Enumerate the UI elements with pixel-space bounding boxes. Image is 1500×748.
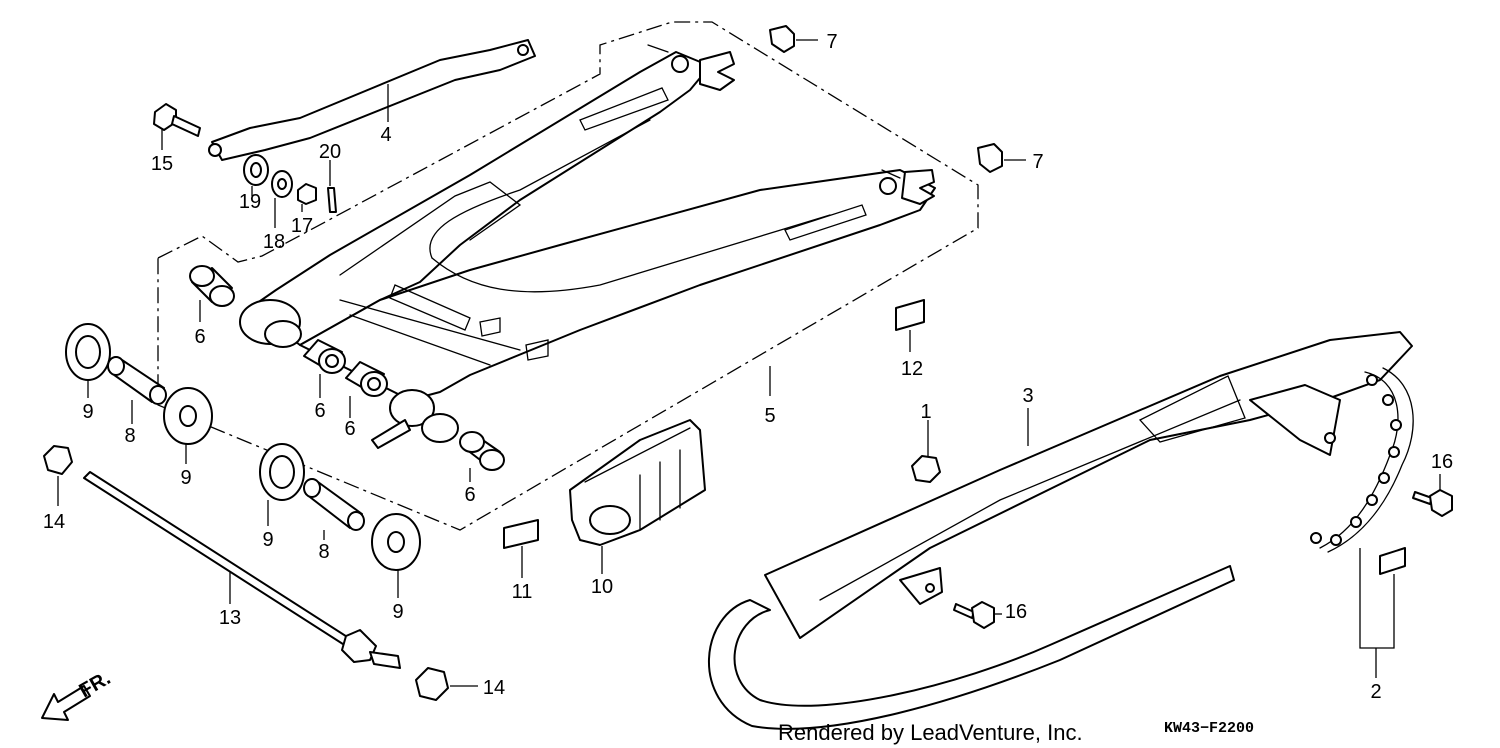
callout-8b: 8 (318, 541, 329, 563)
callout-7b: 7 (1032, 151, 1043, 173)
drive-chain-label-12 (895, 299, 925, 331)
nut-14a (43, 445, 73, 475)
callout-labels: 1 2 3 4 5 6 6 6 6 7 7 8 8 9 9 9 9 10 11 … (43, 31, 1453, 703)
callout-10: 10 (591, 576, 613, 598)
callout-8a: 8 (124, 425, 135, 447)
callout-11: 11 (512, 581, 533, 603)
drive-chain-case (764, 331, 1413, 639)
callout-7a: 7 (826, 31, 837, 53)
collar-7a (769, 25, 795, 53)
callout-15: 15 (151, 153, 173, 175)
callout-4: 4 (380, 124, 391, 146)
bolt-16b (953, 601, 995, 629)
callout-6c: 6 (344, 418, 355, 440)
leader-lines (57, 39, 1441, 687)
cotter-pin-20 (327, 187, 337, 213)
collar-7b (977, 143, 1003, 173)
bushing-6c (345, 361, 388, 397)
diagram-code: KW43−F2200 (1164, 720, 1254, 737)
nut-14b (415, 667, 449, 701)
nut-17 (297, 183, 317, 205)
swingarm (239, 44, 936, 449)
plate-hole (208, 143, 222, 157)
nut-1 (911, 455, 941, 483)
bolt-15 (153, 103, 201, 137)
dust-seal-9b (163, 387, 213, 445)
callout-2: 2 (1370, 681, 1381, 703)
bushing-6a (189, 265, 235, 307)
callout-17: 17 (291, 215, 313, 237)
callout-12: 12 (901, 358, 923, 380)
chain-slider (569, 419, 706, 546)
callout-13: 13 (219, 607, 241, 629)
callout-9c: 9 (262, 529, 273, 551)
front-arrow-icon (41, 685, 91, 721)
spacer-8a (107, 356, 167, 405)
plate-hole (517, 44, 529, 56)
bushing-6b (303, 339, 346, 374)
callout-14b: 14 (483, 677, 505, 699)
callout-9d: 9 (392, 601, 403, 623)
callout-14a: 14 (43, 511, 65, 533)
callout-19: 19 (239, 191, 261, 213)
spacer-8b (303, 478, 365, 531)
bolt-16a (1412, 489, 1453, 517)
chain-case-label (1379, 547, 1406, 575)
dust-seal-9a (65, 323, 111, 381)
callout-5: 5 (764, 405, 775, 427)
callout-9a: 9 (82, 401, 93, 423)
assembly-boundary (157, 21, 979, 531)
front-direction-indicator: FR. (41, 667, 114, 721)
callout-6d: 6 (464, 484, 475, 506)
callout-18: 18 (263, 231, 285, 253)
pivot-bolt (83, 471, 401, 669)
callout-6b: 6 (314, 400, 325, 422)
render-credit: Rendered by LeadVenture, Inc. (778, 720, 1083, 745)
callout-16a: 16 (1431, 451, 1453, 473)
callout-20: 20 (319, 141, 341, 163)
callout-16b: 16 (1005, 601, 1027, 623)
caution-label-11 (503, 519, 539, 549)
drive-chain (707, 367, 1414, 730)
callout-6a: 6 (194, 326, 205, 348)
bushing-6d (459, 431, 505, 471)
chain-guide-plate (211, 39, 536, 161)
callout-9b: 9 (180, 467, 191, 489)
callout-3: 3 (1022, 385, 1033, 407)
dust-seal-9d (371, 513, 421, 571)
callout-1: 1 (920, 401, 931, 423)
dust-seal-9c (259, 443, 305, 501)
